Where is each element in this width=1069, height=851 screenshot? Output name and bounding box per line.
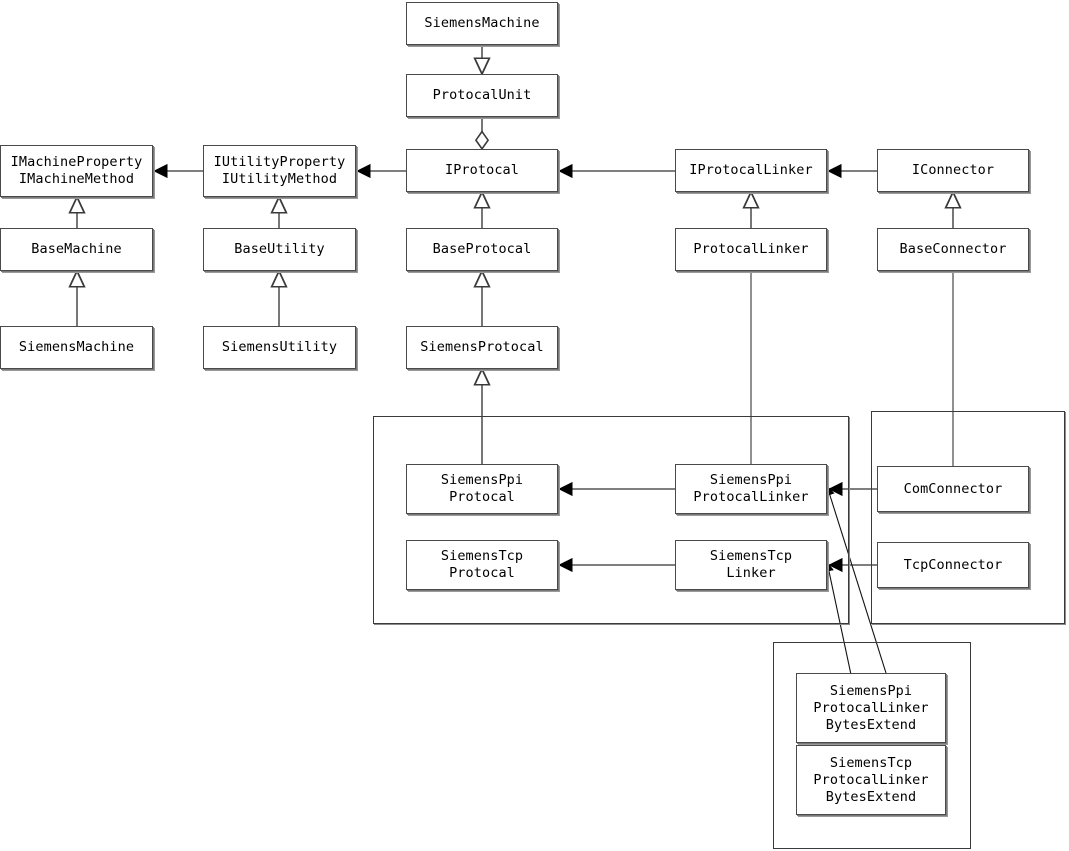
- class-box-imachineproperty[interactable]: IMachineProperty IMachineMethod: [0, 145, 153, 197]
- class-label: SiemensTcp Linker: [709, 548, 793, 581]
- class-box-siemensppiprotocallinker[interactable]: SiemensPpi ProtocalLinker: [675, 464, 827, 514]
- class-label: TcpConnector: [903, 556, 1003, 573]
- class-label: SiemensTcp Protocal: [440, 548, 524, 581]
- class-label: SiemensTcp ProtocalLinker BytesExtend: [813, 754, 929, 805]
- class-label: SiemensUtility: [221, 339, 338, 355]
- class-box-baseutility[interactable]: BaseUtility: [203, 228, 356, 271]
- class-label: ProtocalLinker: [693, 241, 809, 257]
- class-label: IProtocalLinker: [689, 162, 813, 178]
- class-label: BaseConnector: [899, 241, 1007, 257]
- class-label: IUtilityProperty IUtilityMethod: [213, 154, 346, 187]
- class-box-siemensmachine-top[interactable]: SiemensMachine: [406, 2, 558, 45]
- class-box-iutilityproperty[interactable]: IUtilityProperty IUtilityMethod: [203, 145, 356, 197]
- class-box-comconnector[interactable]: ComConnector: [877, 466, 1029, 512]
- class-box-iprotocal[interactable]: IProtocal: [406, 149, 558, 192]
- class-box-tcpconnector[interactable]: TcpConnector: [877, 542, 1029, 588]
- class-box-siemensppiprotocallinkerbytesextend[interactable]: SiemensPpi ProtocalLinker BytesExtend: [796, 673, 946, 743]
- class-box-siemensppiprotocal[interactable]: SiemensPpi Protocal: [406, 464, 558, 514]
- group-connector: [871, 411, 1065, 624]
- class-box-siemenstcpprotocallinkerbytesextend[interactable]: SiemensTcp ProtocalLinker BytesExtend: [796, 745, 946, 815]
- class-label: ComConnector: [903, 480, 1003, 497]
- class-label: BaseMachine: [31, 241, 122, 257]
- class-label: BaseUtility: [234, 241, 325, 257]
- class-box-siemensmachine[interactable]: SiemensMachine: [0, 326, 153, 369]
- class-box-baseconnector[interactable]: BaseConnector: [877, 228, 1029, 271]
- class-box-siemenstcplinker[interactable]: SiemensTcp Linker: [675, 540, 827, 590]
- class-label: SiemensPpi Protocal: [440, 472, 524, 505]
- class-label: ProtocalUnit: [432, 87, 532, 103]
- class-box-baseprotocal[interactable]: BaseProtocal: [406, 228, 558, 271]
- class-label: BaseProtocal: [432, 241, 532, 257]
- class-label: IProtocal: [444, 162, 520, 178]
- class-label: SiemensPpi ProtocalLinker: [693, 472, 809, 505]
- class-box-protocalunit[interactable]: ProtocalUnit: [406, 74, 558, 117]
- class-box-protocallinker[interactable]: ProtocalLinker: [675, 228, 827, 271]
- class-box-iprotocallinker[interactable]: IProtocalLinker: [675, 149, 827, 192]
- class-label: SiemensPpi ProtocalLinker BytesExtend: [813, 682, 929, 733]
- class-label: SiemensMachine: [424, 15, 540, 31]
- class-label: SiemensProtocal: [420, 339, 544, 355]
- class-label: SiemensMachine: [18, 339, 135, 355]
- class-box-siemenstcpprotocal[interactable]: SiemensTcp Protocal: [406, 540, 558, 590]
- class-box-iconnector[interactable]: IConnector: [877, 149, 1029, 192]
- class-box-basemachine[interactable]: BaseMachine: [0, 228, 153, 271]
- group-protocal-linker: [373, 416, 849, 624]
- class-box-siemensprotocal[interactable]: SiemensProtocal: [406, 326, 558, 369]
- class-label: IMachineProperty IMachineMethod: [10, 154, 143, 187]
- class-box-siemensutility[interactable]: SiemensUtility: [203, 326, 356, 369]
- class-label: IConnector: [911, 162, 995, 178]
